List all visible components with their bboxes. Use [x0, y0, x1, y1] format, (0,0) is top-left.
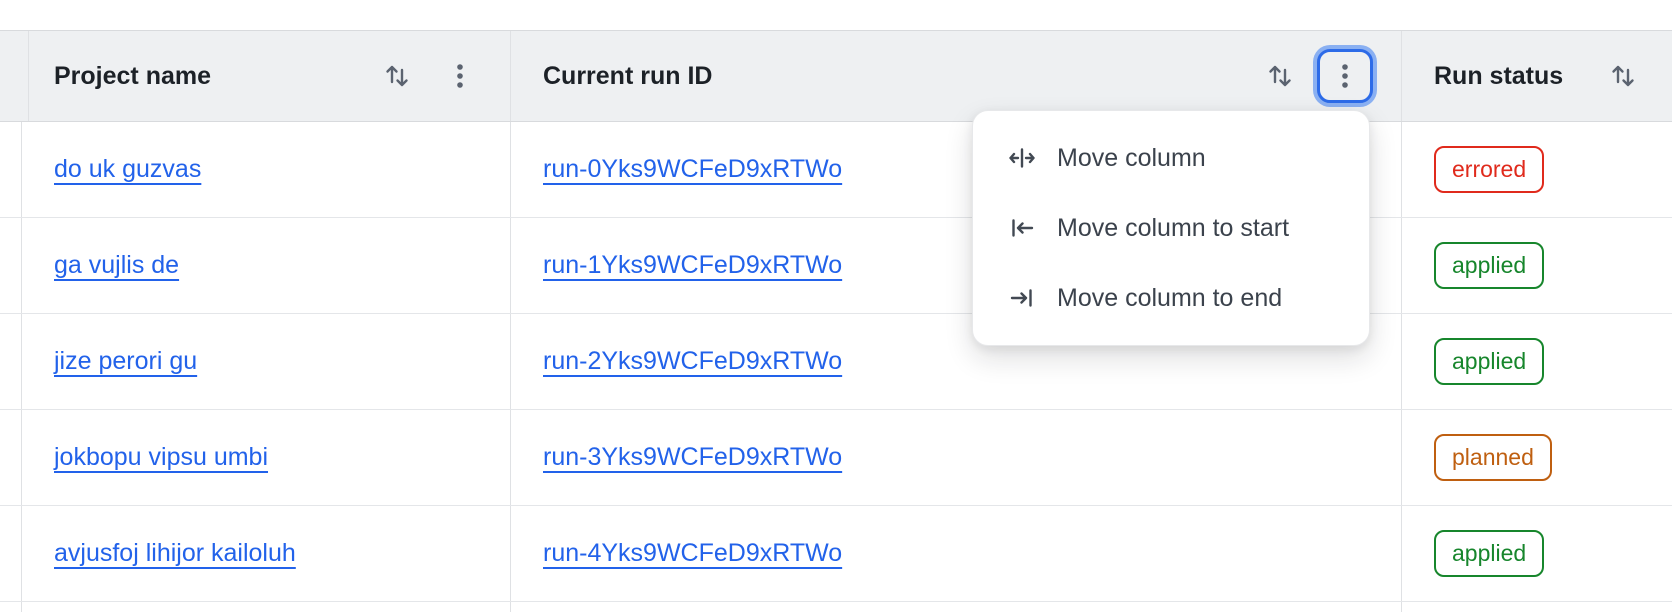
kebab-menu-icon — [1342, 64, 1348, 88]
status-badge: planned — [1434, 434, 1552, 481]
project-link[interactable]: avjusfoj lihijor kailoluh — [54, 539, 296, 567]
move-column-to-end-icon — [1010, 289, 1032, 307]
run-status-cell: errored — [1402, 122, 1672, 217]
run-status-cell: applied — [1402, 314, 1672, 409]
projects-table: Project name Current run ID — [0, 30, 1672, 612]
menu-item-label: Move column — [1057, 143, 1206, 172]
run-id-link[interactable]: run-3Yks9WCFeD9xRTWo — [543, 443, 843, 471]
column-options-menu: Move column Move column to start Move co… — [972, 110, 1370, 346]
table-row: jokbopu vipsu umbi run-3Yks9WCFeD9xRTWo … — [0, 410, 1672, 506]
project-name-cell: avjusfoj lihijor kailoluh — [22, 506, 511, 601]
table-row: ga vujlis de run-1Yks9WCFeD9xRTWo applie… — [0, 218, 1672, 314]
table-row: jize perori gu run-2Yks9WCFeD9xRTWo appl… — [0, 314, 1672, 410]
project-link[interactable]: jize perori gu — [54, 347, 198, 375]
gutter-cell — [0, 506, 22, 601]
run-id-cell: run-3Yks9WCFeD9xRTWo — [511, 410, 1402, 505]
project-name-cell: jokbopu vipsu umbi — [22, 410, 511, 505]
run-id-cell: run-4Yks9WCFeD9xRTWo — [511, 506, 1402, 601]
run-status-cell: applied — [1402, 218, 1672, 313]
column-label: Run status — [1434, 61, 1564, 90]
project-name-cell: ga vujlis de — [22, 218, 511, 313]
sort-icon — [1612, 65, 1634, 87]
project-link[interactable]: jokbopu vipsu umbi — [54, 443, 269, 471]
project-name-cell — [22, 602, 511, 612]
gutter-cell — [0, 218, 22, 313]
gutter-cell — [0, 122, 22, 217]
column-options-button[interactable] — [438, 54, 482, 98]
column-header-project-name: Project name — [22, 31, 511, 121]
menu-item-move-column[interactable]: Move column — [973, 123, 1369, 193]
table-row: do uk guzvas run-0Yks9WCFeD9xRTWo errore… — [0, 122, 1672, 218]
status-badge: applied — [1434, 530, 1545, 577]
run-id-cell: run-2Yks9WCFeD9xRTWo — [511, 314, 1402, 409]
column-header-current-run-id: Current run ID — [511, 31, 1402, 121]
table-row-partial — [0, 602, 1672, 612]
menu-item-move-column-to-start[interactable]: Move column to start — [973, 193, 1369, 263]
project-link[interactable]: do uk guzvas — [54, 155, 202, 183]
run-id-link[interactable]: run-1Yks9WCFeD9xRTWo — [543, 251, 843, 279]
gutter-cell — [0, 602, 22, 612]
project-name-cell: do uk guzvas — [22, 122, 511, 217]
column-header-run-status: Run status — [1402, 31, 1672, 121]
menu-item-label: Move column to start — [1057, 213, 1290, 242]
sort-icon — [1269, 65, 1291, 87]
gutter-cell — [0, 410, 22, 505]
status-badge: applied — [1434, 338, 1545, 385]
table-row: avjusfoj lihijor kailoluh run-4Yks9WCFeD… — [0, 506, 1672, 602]
move-column-to-start-icon — [1012, 219, 1034, 237]
run-id-link[interactable]: run-4Yks9WCFeD9xRTWo — [543, 539, 843, 567]
sort-button[interactable] — [1265, 61, 1295, 91]
run-status-cell — [1402, 602, 1672, 612]
status-badge: applied — [1434, 242, 1545, 289]
sort-icon — [386, 65, 408, 87]
run-id-link[interactable]: run-2Yks9WCFeD9xRTWo — [543, 347, 843, 375]
menu-item-label: Move column to end — [1057, 283, 1283, 312]
sort-button[interactable] — [382, 61, 412, 91]
run-id-cell: run-1Yks9WCFeD9xRTWo — [511, 218, 1402, 313]
move-column-icon — [1009, 148, 1035, 168]
sort-button[interactable] — [1608, 61, 1638, 91]
run-status-cell: planned — [1402, 410, 1672, 505]
project-link[interactable]: ga vujlis de — [54, 251, 180, 279]
run-status-cell: applied — [1402, 506, 1672, 601]
column-label: Project name — [54, 61, 212, 90]
column-options-button-active[interactable] — [1317, 49, 1373, 103]
run-id-cell — [511, 602, 1402, 612]
run-id-link[interactable]: run-0Yks9WCFeD9xRTWo — [543, 155, 843, 183]
column-label: Current run ID — [543, 61, 713, 90]
gutter-cell — [0, 314, 22, 409]
status-badge: errored — [1434, 146, 1545, 193]
menu-item-move-column-to-end[interactable]: Move column to end — [973, 263, 1369, 333]
gutter-header-cell — [0, 31, 29, 121]
project-name-cell: jize perori gu — [22, 314, 511, 409]
kebab-menu-icon — [457, 64, 463, 88]
run-id-cell: run-0Yks9WCFeD9xRTWo — [511, 122, 1402, 217]
table-header-row: Project name Current run ID — [0, 30, 1672, 122]
